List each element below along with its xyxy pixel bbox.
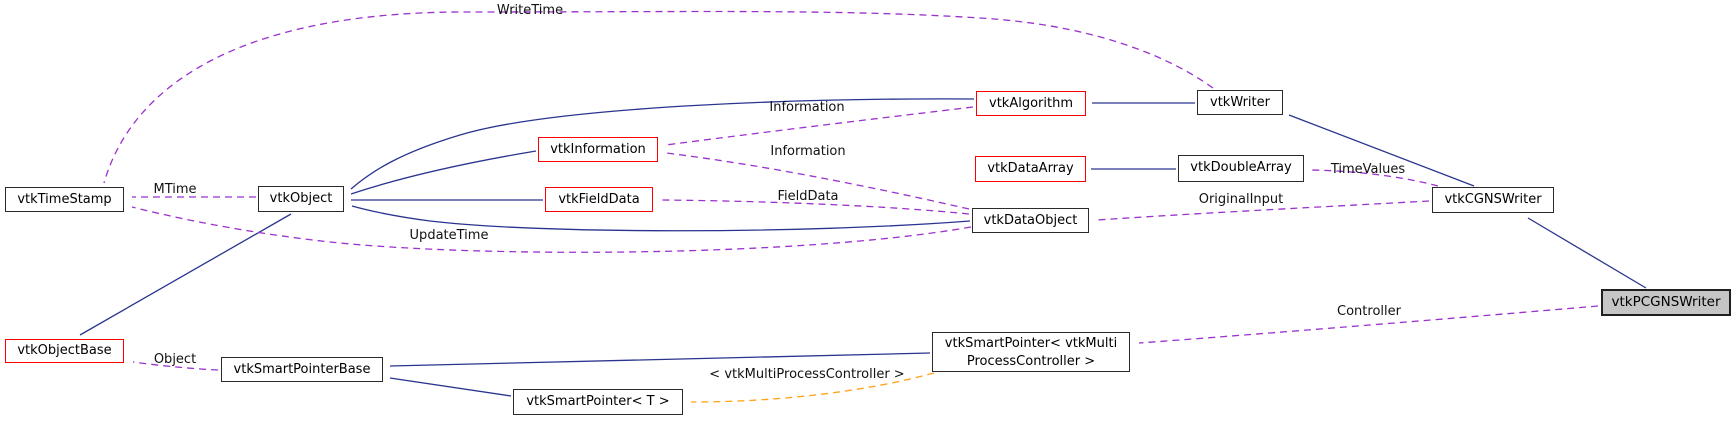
node-vtkPCGNSWriter: vtkPCGNSWriter — [1601, 289, 1731, 316]
edge-label-timevalues: TimeValues — [1330, 162, 1406, 177]
edge-template-instance — [690, 372, 935, 403]
edge-label-information-2: Information — [770, 144, 846, 159]
edge-inheritance-vtksmartpointermpc-to-vtksmartpointerbase — [389, 352, 931, 367]
edge-label-originalinput: OriginalInput — [1198, 192, 1284, 207]
node-vtkSmartPointerBase[interactable]: vtkSmartPointerBase — [221, 357, 383, 382]
edge-label-object: Object — [153, 352, 197, 367]
node-label-line1: vtkSmartPointer< vtkMulti — [944, 336, 1118, 351]
edge-usage-writetime — [103, 10, 1214, 184]
node-vtkFieldData[interactable]: vtkFieldData — [545, 187, 653, 212]
edge-usage-originalinput — [1096, 200, 1430, 221]
node-vtkSmartPointer-vtkMultiProcessController[interactable]: vtkSmartPointer< vtkMulti ProcessControl… — [932, 332, 1130, 372]
edge-label-fielddata: FieldData — [777, 189, 839, 204]
node-vtkAlgorithm[interactable]: vtkAlgorithm — [976, 91, 1086, 116]
node-vtkTimeStamp[interactable]: vtkTimeStamp — [5, 187, 124, 212]
edge-label-updatetime: UpdateTime — [409, 228, 489, 243]
node-vtkDoubleArray[interactable]: vtkDoubleArray — [1178, 155, 1304, 182]
edge-usage-controller — [1138, 305, 1599, 344]
edge-inheritance-vtkobject-to-vtkobjectbase — [79, 213, 292, 336]
node-vtkObject[interactable]: vtkObject — [258, 186, 344, 212]
edge-label-mtime: MTime — [153, 182, 197, 197]
edge-label-writetime: WriteTime — [496, 3, 564, 18]
edge-usage-updatetime — [131, 206, 972, 253]
edge-inheritance-vtksmartpointert-to-vtksmartpointerbase — [389, 377, 512, 397]
edge-label-controller: Controller — [1337, 304, 1401, 319]
edge-label-information-1: Information — [769, 100, 845, 115]
edge-inheritance-vtkcgnswriter-to-vtkwriter — [1288, 114, 1475, 187]
edge-usage-timevalues — [1311, 169, 1439, 187]
edge-inheritance-vtkinformation-to-vtkobject — [350, 150, 537, 195]
edge-usage-object — [132, 361, 219, 371]
edge-inheritance-vtkalgorithm-to-vtkobject — [350, 98, 975, 190]
edge-inheritance-vtkpcgnswriter-to-vtkcgnswriter — [1527, 217, 1647, 289]
node-vtkDataArray[interactable]: vtkDataArray — [975, 156, 1086, 182]
edge-label-template-args: < vtkMultiProcessController > — [709, 367, 905, 382]
node-vtkWriter[interactable]: vtkWriter — [1197, 90, 1283, 115]
edge-inheritance-vtkdataobject-to-vtkobject — [351, 205, 971, 232]
edge-usage-information-from-vtkalgorithm — [665, 106, 974, 146]
node-vtkCGNSWriter[interactable]: vtkCGNSWriter — [1432, 187, 1554, 213]
edge-usage-fielddata — [660, 199, 970, 215]
node-label-line2: ProcessController > — [966, 354, 1096, 369]
node-vtkObjectBase[interactable]: vtkObjectBase — [5, 339, 124, 363]
node-vtkDataObject[interactable]: vtkDataObject — [972, 208, 1089, 233]
node-vtkSmartPointer-T[interactable]: vtkSmartPointer< T > — [513, 389, 683, 415]
node-vtkInformation[interactable]: vtkInformation — [538, 137, 658, 162]
edge-usage-information-from-vtkdataobject — [665, 152, 970, 210]
